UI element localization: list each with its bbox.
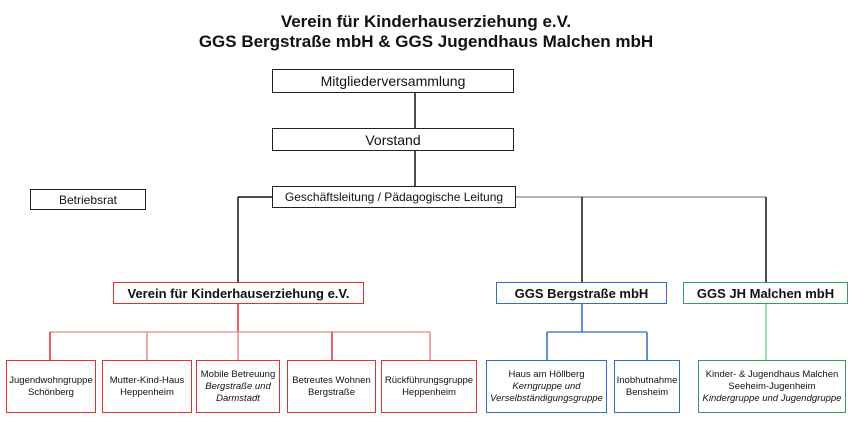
unit-line1: Mobile Betreuung bbox=[200, 368, 276, 380]
malchen-label: GGS JH Malchen mbH bbox=[696, 285, 835, 301]
unit-rueckfuehrungsgruppe: Rückführungsgruppe Heppenheim bbox=[381, 360, 477, 413]
unit-line1: Inobhutnahme bbox=[616, 374, 678, 386]
mitgliederversammlung-box: Mitgliederversammlung bbox=[272, 69, 514, 93]
unit-haus-am-hoellberg: Haus am Höllberg Kerngruppe und Verselbs… bbox=[486, 360, 607, 413]
geschaeftsleitung-label: Geschäftsleitung / Pädagogische Leitung bbox=[284, 190, 504, 204]
unit-line2: Bergstraße bbox=[308, 386, 355, 398]
unit-line1: Rückführungsgruppe bbox=[384, 374, 474, 386]
title-line-1: Verein für Kinderhauserziehung e.V. bbox=[280, 12, 572, 31]
unit-mobile-betreuung: Mobile Betreuung Bergstraße und Darmstad… bbox=[196, 360, 280, 413]
bergstrasse-label: GGS Bergstraße mbH bbox=[514, 285, 649, 301]
betriebsrat-box: Betriebsrat bbox=[30, 189, 146, 210]
verein-label: Verein für Kinderhauserziehung e.V. bbox=[127, 285, 350, 301]
unit-italic: Kerngruppe und Verselbständigungsgruppe bbox=[490, 380, 603, 404]
unit-line2: Bensheim bbox=[625, 386, 669, 398]
vorstand-box: Vorstand bbox=[272, 128, 514, 151]
unit-line2: Seeheim-Jugenheim bbox=[728, 380, 816, 392]
mitgliederversammlung-label: Mitgliederversammlung bbox=[320, 73, 466, 89]
vorstand-label: Vorstand bbox=[365, 131, 421, 148]
unit-line1: Kinder- & Jugendhaus Malchen bbox=[705, 368, 839, 380]
unit-line1: Mutter-Kind-Haus bbox=[109, 374, 185, 386]
malchen-box: GGS JH Malchen mbH bbox=[683, 282, 848, 304]
geschaeftsleitung-box: Geschäftsleitung / Pädagogische Leitung bbox=[272, 186, 516, 208]
unit-betreutes-wohnen: Betreutes Wohnen Bergstraße bbox=[287, 360, 376, 413]
unit-inobhutnahme: Inobhutnahme Bensheim bbox=[614, 360, 680, 413]
unit-kinder-jugendhaus-malchen: Kinder- & Jugendhaus Malchen Seeheim-Jug… bbox=[698, 360, 846, 413]
betriebsrat-label: Betriebsrat bbox=[58, 192, 118, 207]
unit-line1: Jugendwohngruppe bbox=[9, 374, 93, 386]
unit-line1: Betreutes Wohnen bbox=[292, 374, 371, 386]
unit-line2: Heppenheim bbox=[120, 386, 174, 398]
unit-line2: Schönberg bbox=[28, 386, 74, 398]
unit-line1: Haus am Höllberg bbox=[508, 368, 585, 380]
verein-box: Verein für Kinderhauserziehung e.V. bbox=[113, 282, 364, 304]
unit-line2: Heppenheim bbox=[402, 386, 456, 398]
title-line-2: GGS Bergstraße mbH & GGS Jugendhaus Malc… bbox=[198, 32, 654, 51]
unit-mutter-kind-haus: Mutter-Kind-Haus Heppenheim bbox=[102, 360, 192, 413]
unit-italic: Bergstraße und Darmstadt bbox=[205, 380, 271, 404]
bergstrasse-box: GGS Bergstraße mbH bbox=[496, 282, 667, 304]
unit-jugendwohngruppe: Jugendwohngruppe Schönberg bbox=[6, 360, 96, 413]
unit-italic: Kindergruppe und Jugendgruppe bbox=[702, 392, 842, 404]
